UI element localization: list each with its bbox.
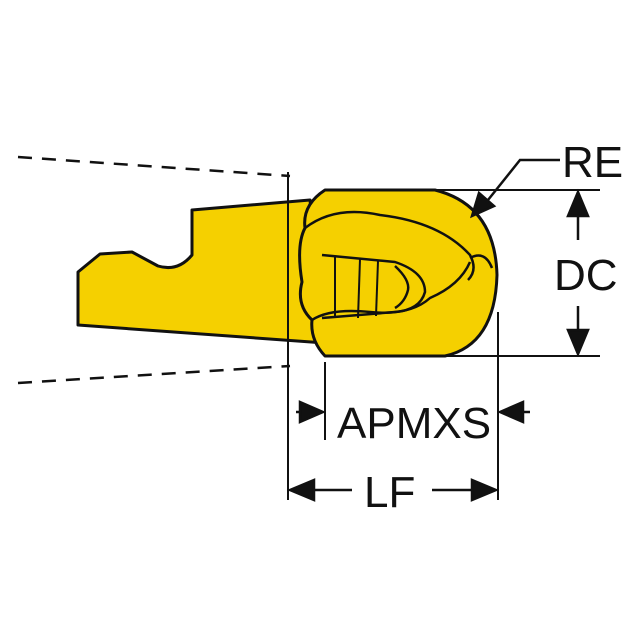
lf-arrowhead-right — [470, 478, 500, 502]
dc-arrowhead-top — [566, 188, 590, 218]
insert-shank — [76, 198, 327, 345]
holder-dashed-lines — [17, 155, 291, 385]
holder-dashed-line-bottom — [17, 364, 291, 385]
extension-lines — [287, 172, 600, 500]
holder-dashed-line-top — [17, 155, 291, 178]
chip-breaker-line-3 — [375, 260, 379, 317]
insert-head — [298, 188, 499, 358]
chip-breaker-line-2 — [357, 258, 361, 319]
label-dc: DC — [554, 251, 618, 300]
dc-arrowhead-bottom — [566, 328, 590, 358]
chip-breaker — [321, 253, 427, 320]
corner-radius-tip — [469, 254, 494, 269]
label-re: RE — [562, 138, 623, 187]
label-apmxs: APMXS — [337, 399, 491, 448]
dimension-arrows — [286, 158, 590, 502]
apmxs-arrowhead-right — [496, 400, 525, 424]
cutting-edge-curve — [304, 210, 475, 281]
label-lf: LF — [364, 468, 415, 517]
lf-arrowhead-left — [286, 478, 316, 502]
chip-breaker-lobe — [394, 265, 410, 310]
re-leader-arrowhead — [469, 190, 497, 219]
re-leader-line — [487, 158, 560, 201]
insert-body — [76, 188, 499, 358]
apmxs-arrowhead-left — [298, 400, 327, 424]
